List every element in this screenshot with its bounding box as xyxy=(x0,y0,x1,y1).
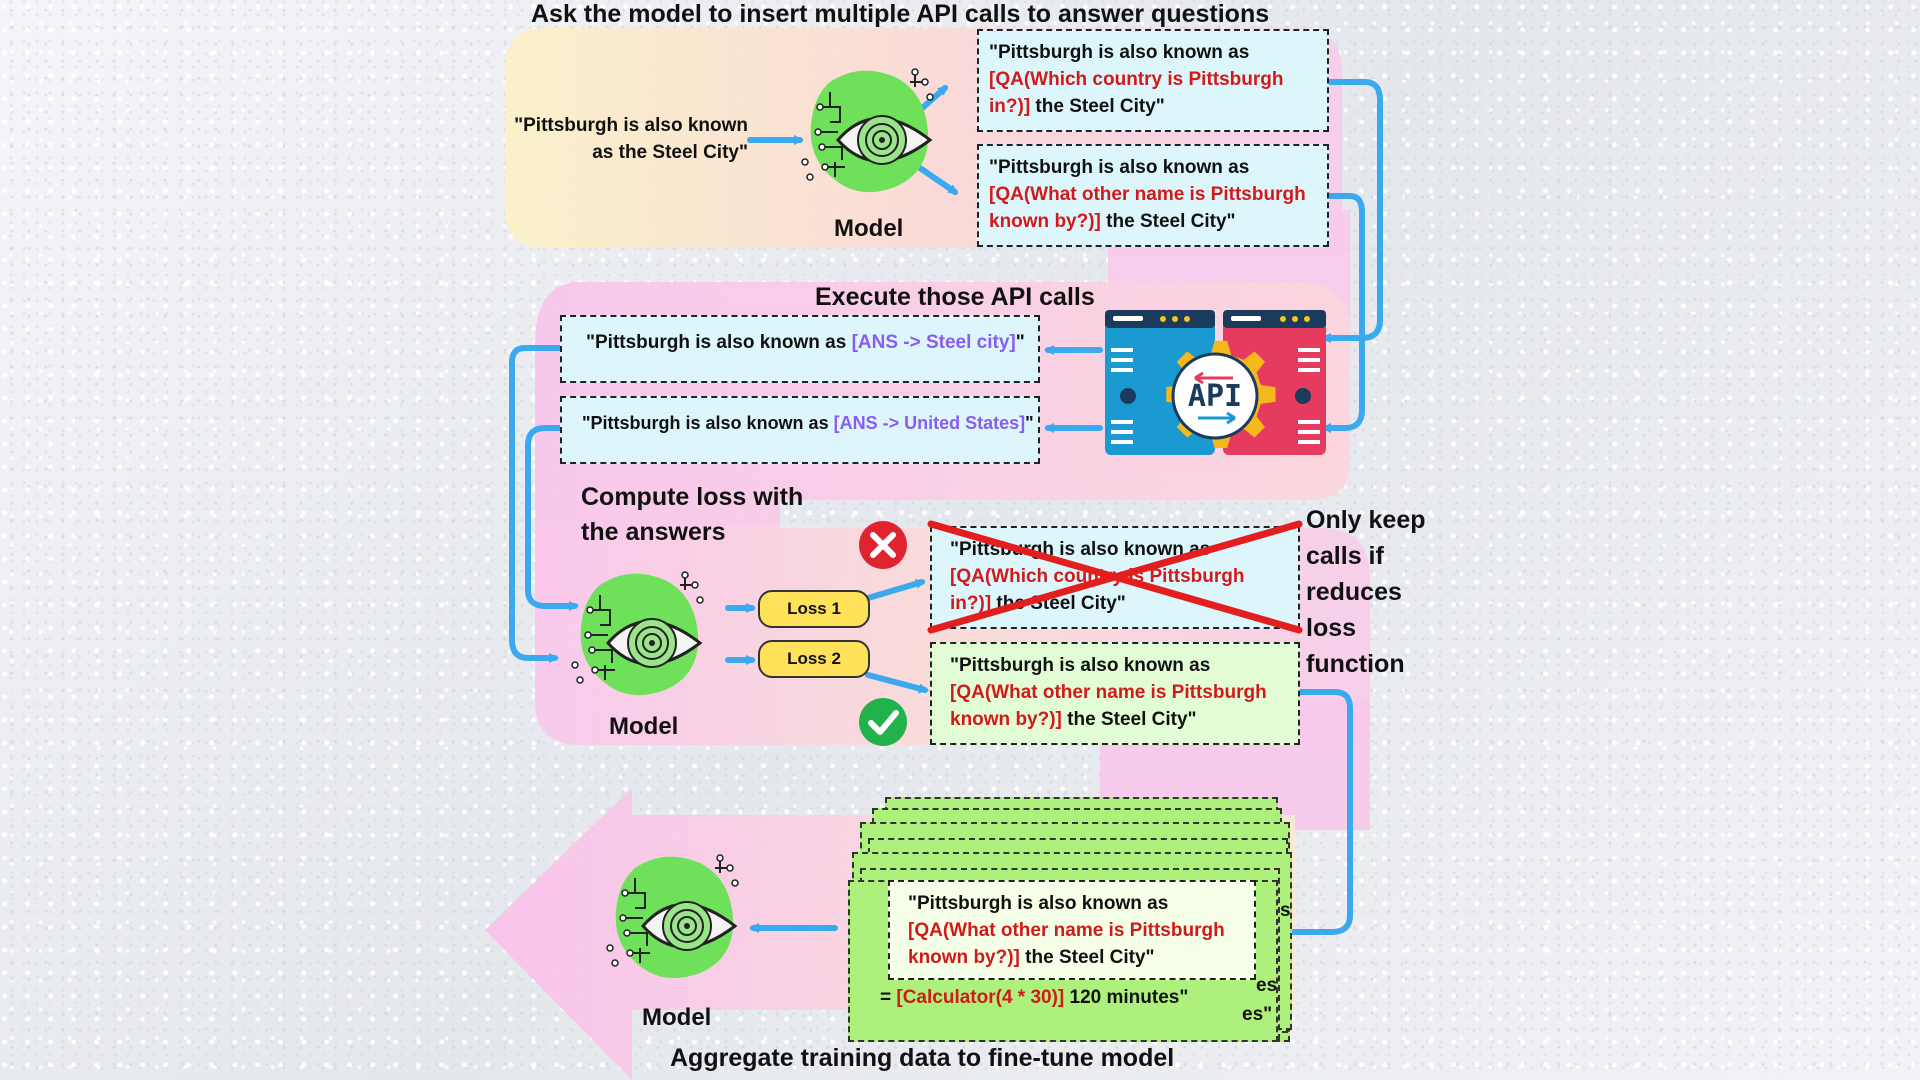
kept-candidate-tail: the Steel City" xyxy=(1061,709,1197,730)
rejected-candidate-call: [QA(Which country is Pittsburgh in?)] xyxy=(950,566,1245,614)
loss-2-pill: Loss 2 xyxy=(758,640,870,678)
final-training-example-box: "Pittsburgh is also known as [QA(What ot… xyxy=(888,880,1256,980)
final-example-prefix: "Pittsburgh is also known as xyxy=(908,893,1169,914)
answer-2-prefix: "Pittsburgh is also known as xyxy=(582,413,834,433)
calc-prefix: = xyxy=(880,987,897,1008)
answer-2-suffix: " xyxy=(1025,413,1034,433)
answer-box-1: "Pittsburgh is also known as [ANS -> Ste… xyxy=(560,315,1040,383)
input-sentence: "Pittsburgh is also known as the Steel C… xyxy=(505,112,748,166)
rejected-candidate-prefix: "Pittsburgh is also known as xyxy=(950,539,1211,560)
step3-title-line2: the answers xyxy=(581,518,726,546)
stack-calculator-example: = [Calculator(4 * 30)] 120 minutes" xyxy=(880,987,1188,1009)
answer-2-value: [ANS -> United States] xyxy=(833,413,1026,433)
answer-1-prefix: "Pittsburgh is also known as xyxy=(586,332,852,353)
stack-fragment: es" xyxy=(1242,1004,1273,1025)
candidate-1-tail: the Steel City" xyxy=(1030,96,1165,117)
answer-box-2: "Pittsburgh is also known as [ANS -> Uni… xyxy=(560,396,1040,464)
filter-note-line: calls if xyxy=(1306,542,1384,570)
final-example-tail: the Steel City" xyxy=(1019,947,1155,968)
step1-title: Ask the model to insert multiple API cal… xyxy=(531,0,1270,28)
filter-note: Only keep calls if reduces loss function xyxy=(1306,502,1456,682)
api-icon-label: API xyxy=(1188,379,1242,414)
filter-note-line: function xyxy=(1306,650,1405,678)
candidate-call-box-2: "Pittsburgh is also known as [QA(What ot… xyxy=(977,144,1329,247)
candidate-1-prefix: "Pittsburgh is also known as xyxy=(989,42,1250,63)
strike-through-x-icon xyxy=(927,520,1303,634)
ai-eye-model-icon xyxy=(606,854,739,979)
loss-1-pill: Loss 1 xyxy=(758,590,870,628)
input-sentence-line1: "Pittsburgh is also known xyxy=(514,115,748,136)
model-label-2: Model xyxy=(609,713,679,740)
stack-fragment: es xyxy=(1256,975,1278,996)
filter-note-line: loss xyxy=(1306,614,1357,642)
accept-check-icon xyxy=(859,698,907,746)
ai-eye-model-icon xyxy=(571,571,704,696)
answer-1-suffix: " xyxy=(1015,332,1025,353)
model-label-3: Model xyxy=(642,1004,712,1031)
candidate-call-box-1: "Pittsburgh is also known as [QA(Which c… xyxy=(977,29,1329,132)
step2-title: Execute those API calls xyxy=(815,283,1095,311)
input-sentence-line2: as the Steel City" xyxy=(592,142,748,163)
filter-note-line: reduces xyxy=(1306,578,1402,606)
stack-fragment: s xyxy=(1280,900,1291,921)
model-label-1: Model xyxy=(834,215,904,242)
kept-candidate-prefix: "Pittsburgh is also known as xyxy=(950,655,1211,676)
api-icon: API xyxy=(1105,310,1326,455)
filter-note-line: Only keep xyxy=(1306,506,1426,534)
final-example-call: [QA(What other name is Pittsburgh known … xyxy=(908,920,1225,968)
calc-tail: 120 minutes" xyxy=(1064,987,1189,1008)
ai-eye-model-icon xyxy=(801,68,934,193)
step3-title-line1: Compute loss with xyxy=(581,483,804,511)
kept-candidate-call: [QA(What other name is Pittsburgh known … xyxy=(950,682,1267,730)
candidate-2-tail: the Steel City" xyxy=(1100,211,1236,232)
candidate-2-call: [QA(What other name is Pittsburgh known … xyxy=(989,184,1306,232)
reject-x-icon xyxy=(859,521,907,569)
candidate-1-call: [QA(Which country is Pittsburgh in?)] xyxy=(989,69,1284,117)
candidate-2-prefix: "Pittsburgh is also known as xyxy=(989,157,1250,178)
answer-1-value: [ANS -> Steel city] xyxy=(851,332,1016,353)
calc-call: [Calculator(4 * 30)] xyxy=(896,987,1065,1008)
kept-candidate-box: "Pittsburgh is also known as [QA(What ot… xyxy=(930,642,1300,745)
step4-title: Aggregate training data to fine-tune mod… xyxy=(670,1044,1175,1072)
